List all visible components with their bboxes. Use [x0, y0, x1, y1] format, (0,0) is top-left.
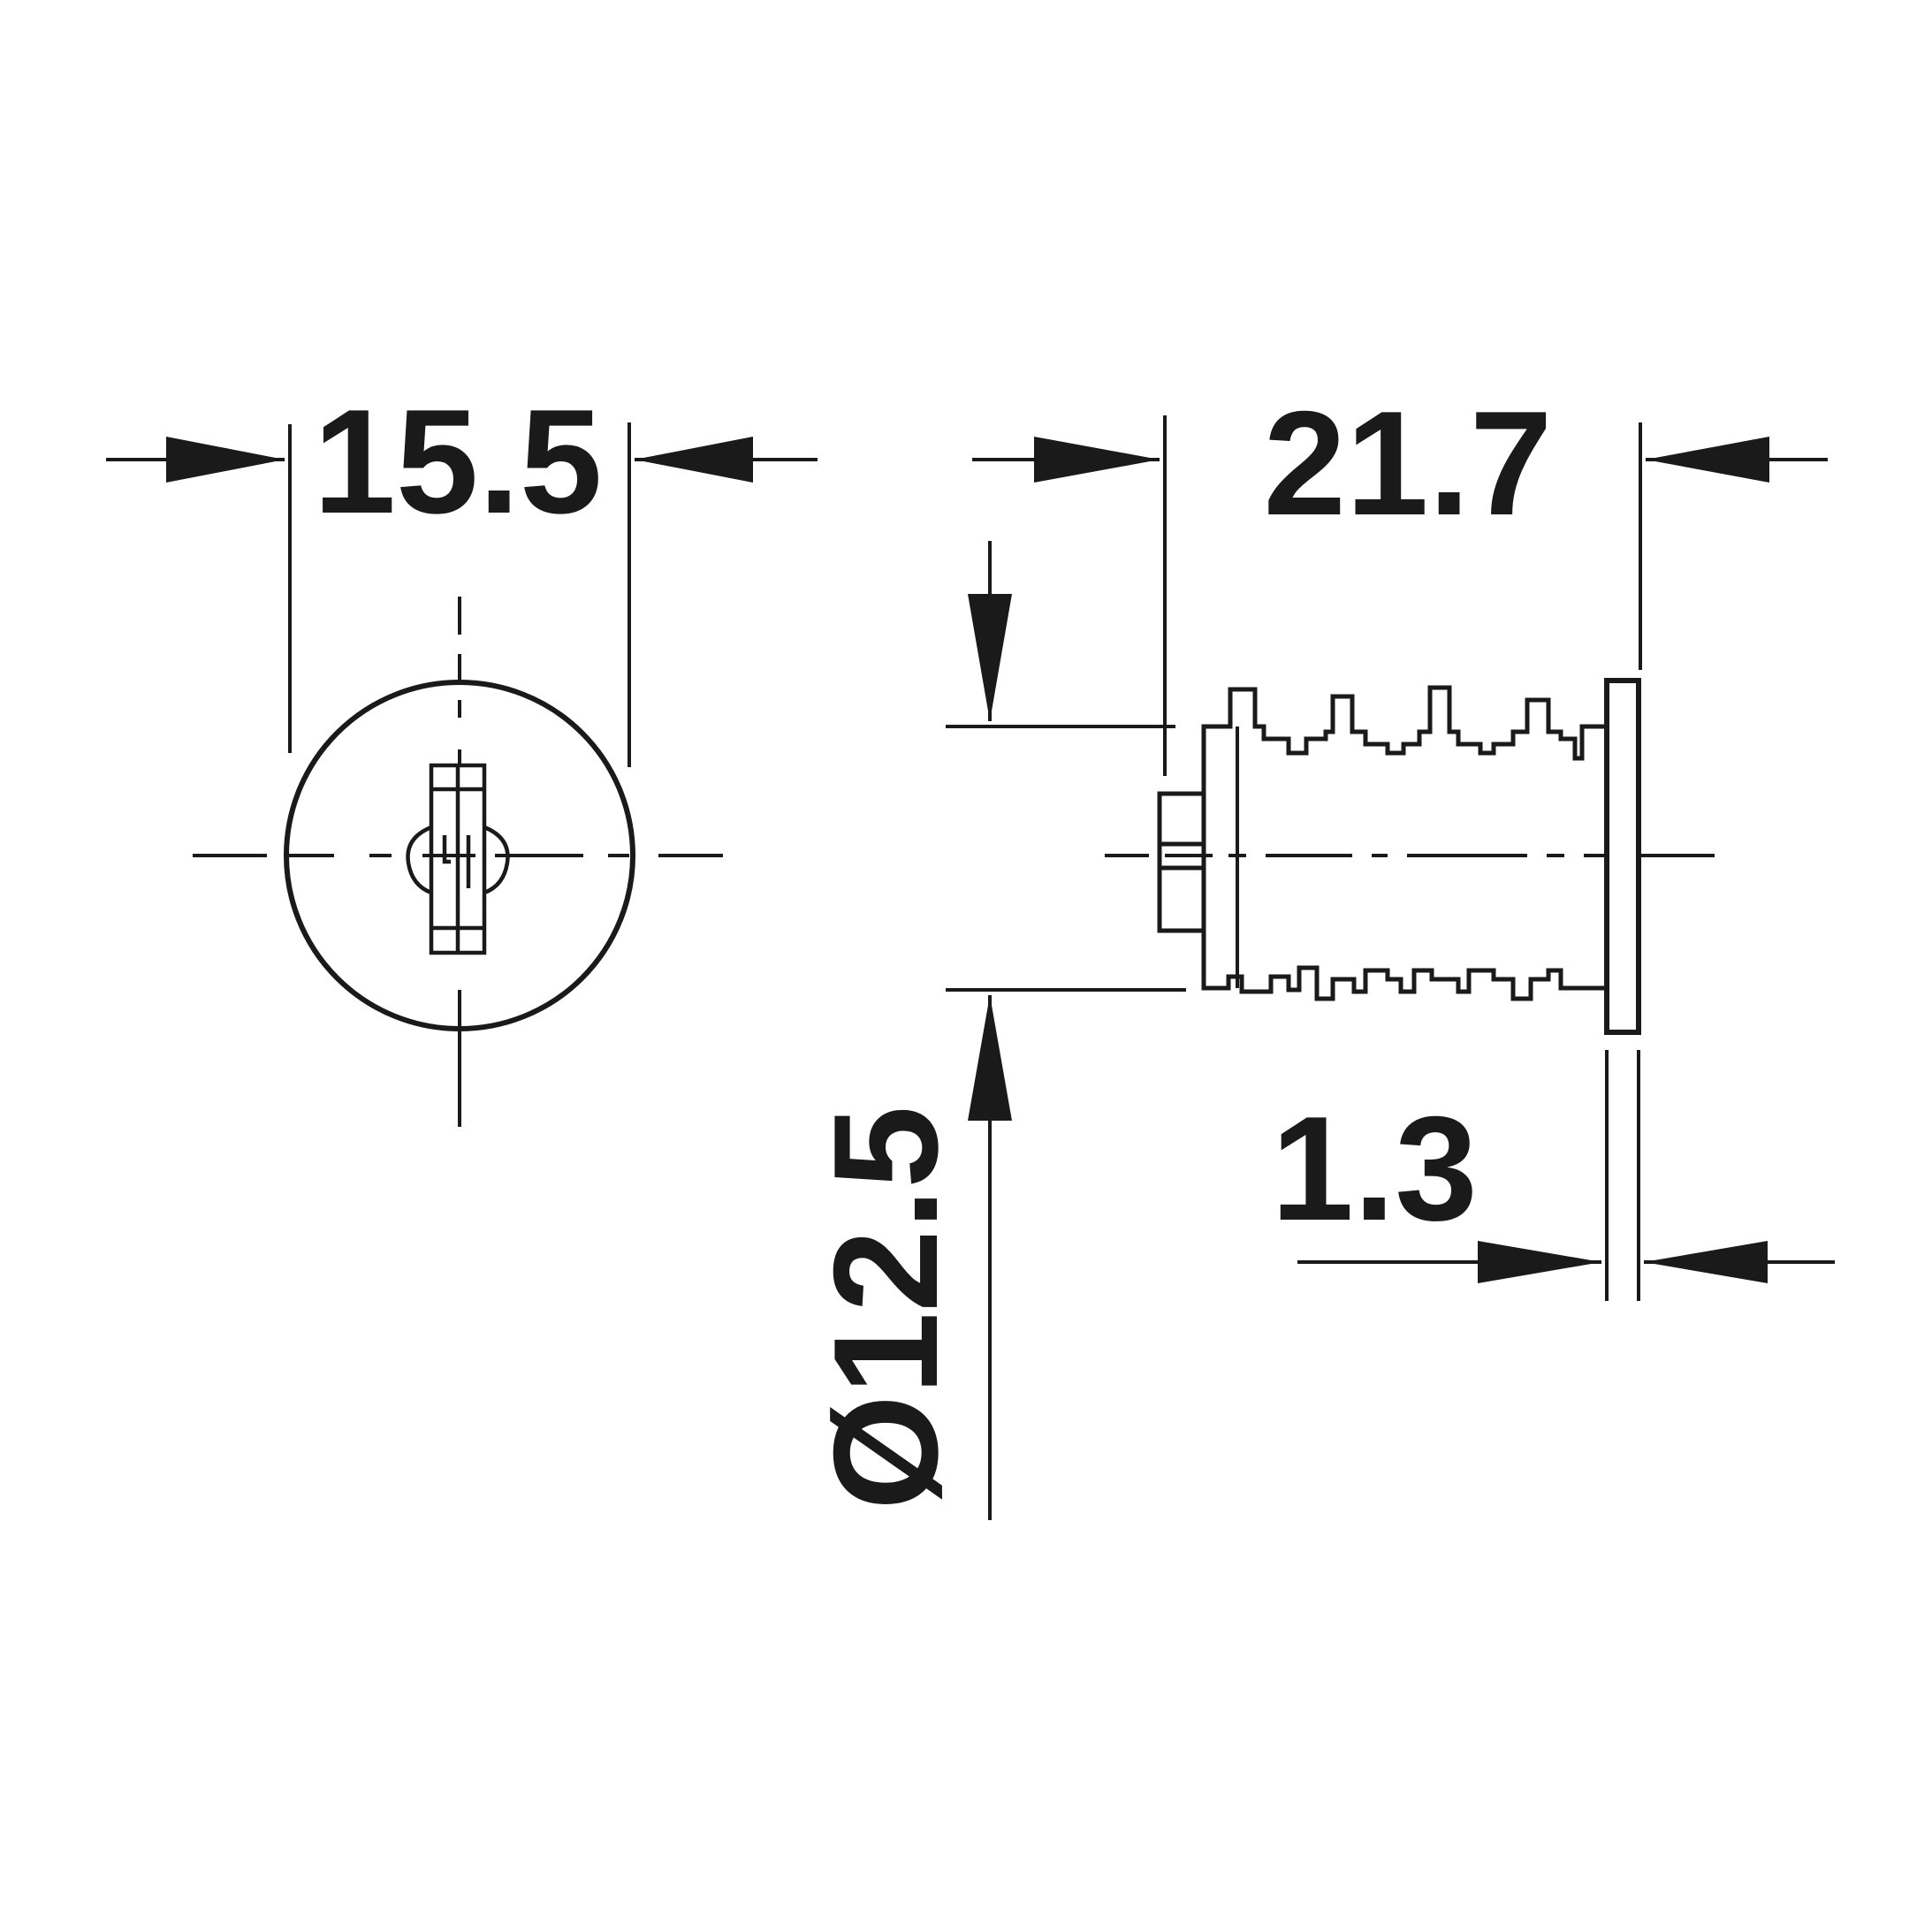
cylinder-flange: [1604, 678, 1641, 1035]
dim-arrow-right-icon: [166, 437, 285, 483]
dim-arrow-down-icon: [968, 594, 1012, 721]
dim-arrow-up-icon: [968, 995, 1012, 1121]
dim-arrow-right-icon: [1478, 1241, 1601, 1283]
dim-arrow-left-icon: [1646, 437, 1769, 483]
dim-arrow-left-icon: [1644, 1241, 1768, 1283]
dimension-label-15-5: 15.5: [314, 378, 603, 544]
cylinder-body-top: [1201, 685, 1607, 955]
dim-arrow-left-icon: [635, 437, 753, 483]
cylinder-face-circle: [284, 680, 635, 1031]
keyway: [406, 763, 510, 955]
dimension-label-21-7: 21.7: [1264, 380, 1553, 546]
cylinder-body-bottom: [1201, 955, 1607, 1001]
dimension-label-1-3: 1.3: [1271, 1085, 1478, 1251]
dimension-label-diameter: Ø12.5: [802, 1106, 969, 1510]
dim-arrow-right-icon: [1034, 437, 1160, 483]
side-view: [946, 415, 1835, 1520]
cylinder-stub: [1157, 791, 1206, 933]
dimension-diameter-12-5: [946, 541, 1186, 1520]
front-view: [106, 422, 818, 1127]
